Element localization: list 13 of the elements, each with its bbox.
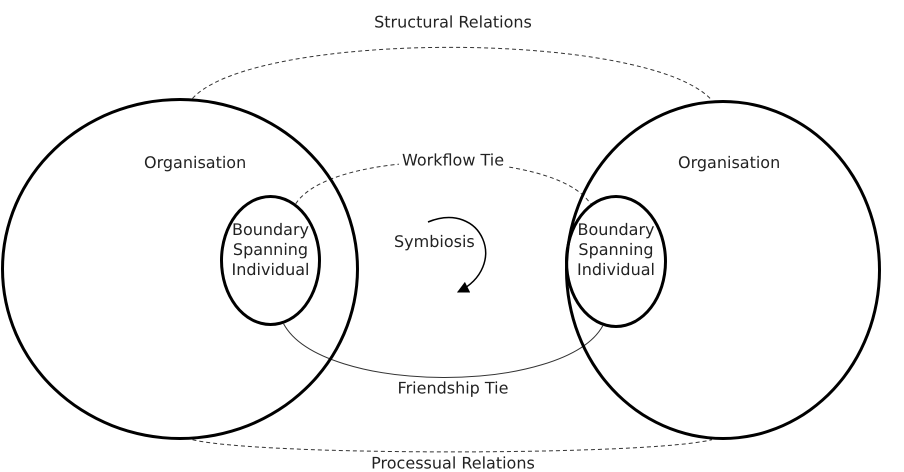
- node-label: Boundary Spanning Individual: [230, 220, 310, 280]
- edge-label: Workflow Tie: [398, 150, 508, 170]
- connector-arc: [192, 46, 712, 101]
- organisation-circle: [1, 98, 359, 440]
- individual-circle: [220, 195, 321, 326]
- node-label: Boundary Spanning Individual: [576, 220, 656, 280]
- connector-arc: [283, 323, 604, 378]
- node-label: Organisation: [678, 153, 780, 173]
- center-label: Symbiosis: [394, 232, 475, 252]
- connector-arc: [192, 439, 712, 452]
- individual-circle: [565, 195, 667, 328]
- node-label: Organisation: [144, 153, 246, 173]
- organisation-circle: [565, 100, 881, 440]
